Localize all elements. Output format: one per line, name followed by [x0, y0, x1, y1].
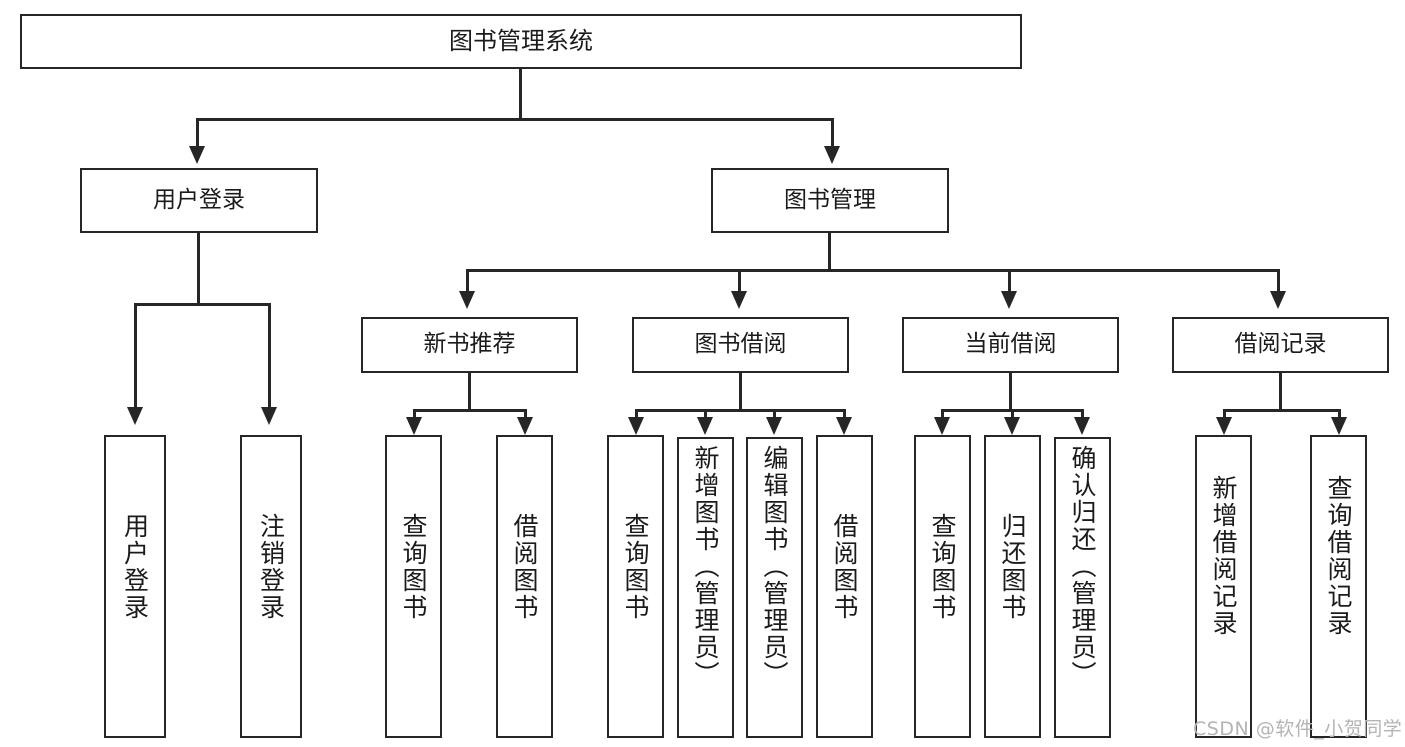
- leaf-node-query-book-3[interactable]: 查询图书: [914, 435, 971, 738]
- arrowhead-to-leaf-return-book: [1004, 417, 1020, 435]
- leaf-label: 注销登录: [256, 513, 286, 621]
- leaf-node-user-logout[interactable]: 注销登录: [240, 435, 302, 738]
- connector-to-new-book-recommend: [466, 269, 469, 293]
- leaf-label: 确认归还（管理员）: [1068, 445, 1097, 688]
- connector-book-management-stem: [828, 233, 831, 271]
- arrowhead-to-leaf-borrow-book-2: [836, 417, 852, 435]
- connector-cb-to-leaf1: [941, 409, 944, 421]
- node-book-management[interactable]: 图书管理: [711, 168, 949, 233]
- connector-root-to-book-management: [831, 118, 834, 148]
- node-label: 借阅记录: [1234, 331, 1327, 358]
- arrowhead-to-leaf-add-book: [697, 417, 713, 435]
- connector-new-book-recommend-bar: [413, 409, 527, 412]
- node-user-login[interactable]: 用户登录: [80, 168, 318, 233]
- arrowhead-to-leaf-query-book-3: [934, 417, 950, 435]
- leaf-node-return-book[interactable]: 归还图书: [984, 435, 1041, 738]
- leaf-label: 新增图书（管理员）: [691, 445, 720, 688]
- connector-cb-to-leaf3: [1081, 409, 1084, 421]
- node-label: 图书管理: [784, 186, 876, 213]
- leaf-node-query-record[interactable]: 查询借阅记录: [1310, 435, 1367, 738]
- connector-book-management-bar: [466, 269, 1280, 272]
- node-label: 图书管理系统: [449, 27, 593, 56]
- leaf-label: 借阅图书: [510, 513, 539, 621]
- leaf-label: 新增借阅记录: [1209, 475, 1238, 637]
- node-current-borrow[interactable]: 当前借阅: [902, 317, 1119, 373]
- leaf-node-confirm-return[interactable]: 确认归还（管理员）: [1054, 437, 1111, 738]
- arrowhead-to-current-borrow: [1001, 291, 1017, 309]
- connector-borrow-record-stem: [1279, 373, 1282, 411]
- node-borrow-record[interactable]: 借阅记录: [1172, 317, 1389, 373]
- leaf-label: 查询借阅记录: [1324, 475, 1353, 637]
- leaf-node-add-book[interactable]: 新增图书（管理员）: [677, 437, 734, 738]
- node-new-book-recommend[interactable]: 新书推荐: [361, 317, 578, 373]
- connector-book-borrow-stem: [739, 373, 742, 411]
- leaf-node-borrow-book-1[interactable]: 借阅图书: [496, 435, 553, 738]
- connector-bb-to-leaf3: [773, 409, 776, 421]
- leaf-label: 编辑图书（管理员）: [760, 445, 789, 688]
- connector-bb-to-leaf4: [843, 409, 846, 421]
- arrowhead-to-user-login: [189, 146, 205, 164]
- connector-user-login-bar: [134, 303, 271, 306]
- leaf-node-add-record[interactable]: 新增借阅记录: [1195, 435, 1252, 738]
- connector-root-stem: [519, 69, 522, 120]
- arrowhead-to-leaf-user-login: [127, 407, 143, 425]
- node-label: 用户登录: [153, 186, 245, 213]
- connector-br-to-leaf1: [1223, 409, 1226, 421]
- leaf-node-query-book-2[interactable]: 查询图书: [607, 435, 664, 738]
- arrowhead-to-leaf-add-record: [1216, 417, 1232, 435]
- node-book-borrow[interactable]: 图书借阅: [632, 317, 849, 373]
- connector-user-login-to-leaf1: [134, 303, 137, 409]
- connector-bb-to-leaf2: [704, 409, 707, 421]
- arrowhead-to-leaf-query-book-2: [628, 417, 644, 435]
- connector-nbr-to-leaf2: [524, 409, 527, 421]
- leaf-node-query-book-1[interactable]: 查询图书: [385, 435, 442, 738]
- leaf-label: 用户登录: [120, 513, 150, 621]
- node-label: 新书推荐: [423, 331, 516, 358]
- connector-current-borrow-stem: [1009, 373, 1012, 411]
- connector-cb-to-leaf2: [1011, 409, 1014, 421]
- connector-to-book-borrow: [738, 269, 741, 293]
- leaf-node-borrow-book-2[interactable]: 借阅图书: [816, 435, 873, 738]
- csdn-watermark: CSDN @软件_小贺同学: [1193, 718, 1403, 740]
- connector-root-bar: [196, 118, 834, 121]
- connector-to-current-borrow: [1008, 269, 1011, 293]
- node-book-management-system[interactable]: 图书管理系统: [20, 14, 1022, 69]
- leaf-label: 归还图书: [998, 513, 1027, 621]
- leaf-label: 借阅图书: [830, 513, 859, 621]
- arrowhead-to-new-book-recommend: [459, 291, 475, 309]
- connector-new-book-recommend-stem: [468, 373, 471, 411]
- arrowhead-to-leaf-borrow-book-1: [517, 417, 533, 435]
- connector-user-login-stem: [197, 233, 200, 305]
- leaf-label: 查询图书: [621, 513, 650, 621]
- arrowhead-to-leaf-confirm-return: [1074, 417, 1090, 435]
- connector-root-to-user-login: [196, 118, 199, 148]
- arrowhead-to-leaf-edit-book: [766, 417, 782, 435]
- connector-borrow-record-bar: [1223, 409, 1341, 412]
- connector-br-to-leaf2: [1338, 409, 1341, 421]
- leaf-label: 查询图书: [399, 513, 428, 621]
- arrowhead-to-book-management: [824, 146, 840, 164]
- leaf-label: 查询图书: [928, 513, 957, 621]
- connector-book-borrow-bar: [635, 409, 846, 412]
- arrowhead-to-leaf-query-book-1: [406, 417, 422, 435]
- node-label: 当前借阅: [964, 331, 1057, 358]
- leaf-node-edit-book[interactable]: 编辑图书（管理员）: [746, 437, 803, 738]
- leaf-node-user-login[interactable]: 用户登录: [104, 435, 166, 738]
- node-label: 图书借阅: [694, 331, 787, 358]
- connector-to-borrow-record: [1277, 269, 1280, 293]
- connector-bb-to-leaf1: [635, 409, 638, 421]
- arrowhead-to-borrow-record: [1270, 291, 1286, 309]
- arrowhead-to-book-borrow: [731, 291, 747, 309]
- connector-user-login-to-leaf2: [268, 303, 271, 409]
- arrowhead-to-leaf-user-logout: [261, 407, 277, 425]
- connector-nbr-to-leaf1: [413, 409, 416, 421]
- arrowhead-to-leaf-query-record: [1331, 417, 1347, 435]
